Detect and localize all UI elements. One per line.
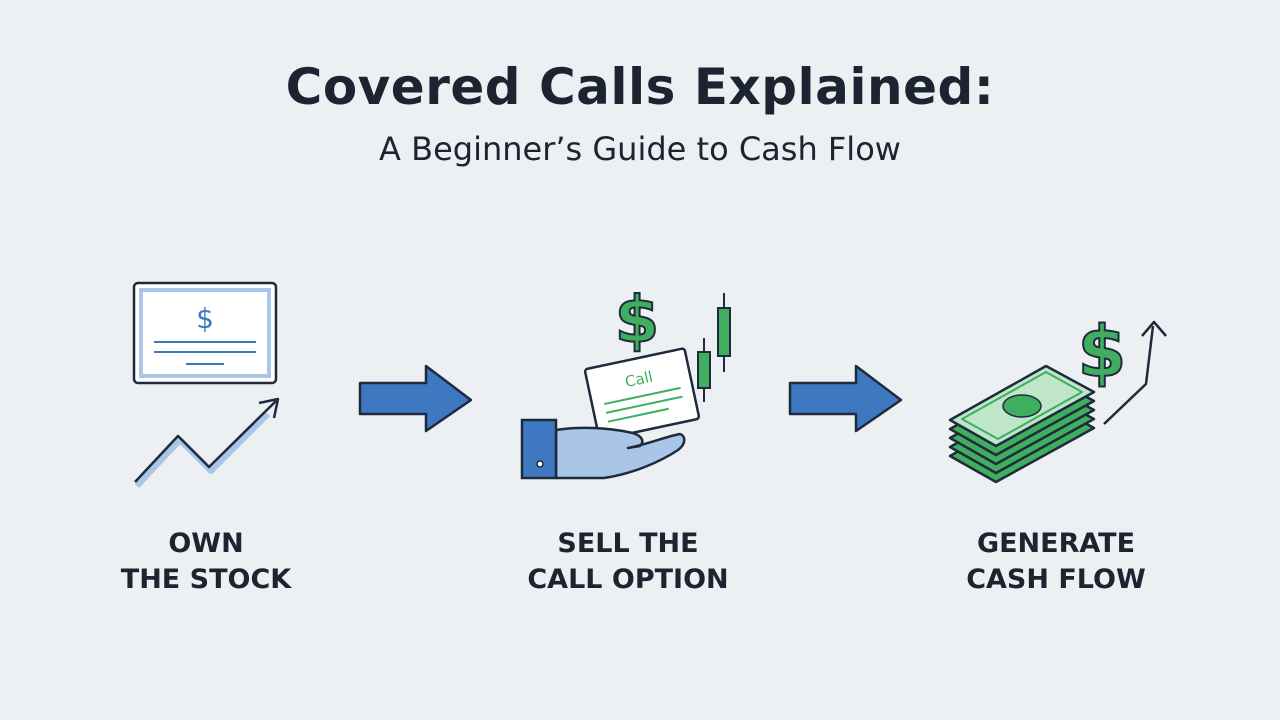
page-title: Covered Calls Explained: [285, 58, 995, 116]
rising-arrow-icon [1103, 320, 1167, 425]
stock-certificate-icon: $ [132, 281, 278, 385]
open-hand-icon [520, 418, 686, 480]
candlestick-chart-icon [697, 293, 731, 402]
step-1-label: OWN THE STOCK [86, 526, 326, 598]
call-card-text: Call [623, 368, 654, 391]
page-subtitle: A Beginner’s Guide to Cash Flow [379, 130, 901, 168]
step-3-line-1: GENERATE [976, 528, 1136, 559]
step-1-line-1: OWN [168, 528, 244, 559]
svg-text:$: $ [196, 302, 214, 335]
svg-text:$: $ [615, 284, 660, 358]
flow-arrow-2 [788, 364, 903, 433]
call-option-card-icon: Call [583, 347, 701, 441]
step-2-line-1: SELL THE [557, 528, 699, 559]
step-1-line-2: THE STOCK [120, 564, 292, 595]
dollar-sign-icon-2: $ [1077, 310, 1128, 394]
dollar-sign-icon: $ [614, 283, 661, 359]
money-stack-icon [948, 364, 1096, 484]
flow-arrow-1 [358, 364, 473, 433]
svg-text:$: $ [1078, 311, 1127, 393]
rising-trend-arrow-icon [134, 397, 280, 489]
step-2-line-2: CALL OPTION [527, 564, 729, 595]
step-3-label: GENERATE CASH FLOW [926, 526, 1186, 598]
step-3-line-2: CASH FLOW [966, 564, 1146, 595]
step-2-label: SELL THE CALL OPTION [498, 526, 758, 598]
